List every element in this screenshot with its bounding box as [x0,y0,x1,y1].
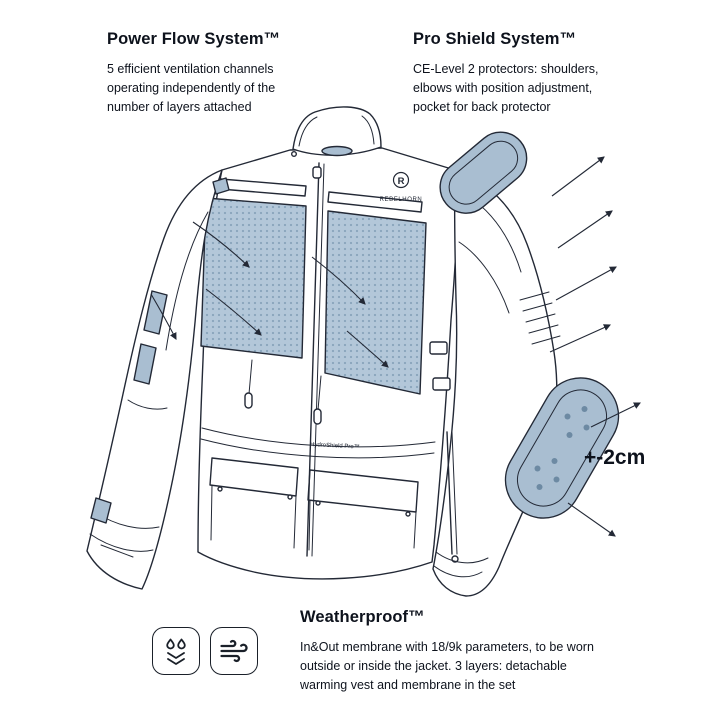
forearm-zipper [446,431,458,555]
collar-vent-panel [321,145,353,157]
weatherproof-title: Weatherproof™ [300,608,425,626]
elbow-stretch-ribs [519,291,561,345]
power-flow-title: Power Flow System™ [107,30,281,48]
feature-power-flow: Power Flow System™ 5 efficient ventilati… [107,30,307,116]
ventilation-panel-right [324,210,427,395]
elbow-protector [504,377,620,519]
feature-weatherproof: Weatherproof™ In&Out membrane with 18/9k… [300,608,605,694]
protector-arrow [555,266,617,301]
waterproof-droplets-icon [152,627,200,675]
protector-arrow [557,210,613,249]
protector-arrow [551,156,605,197]
brand-logo-icon [392,171,410,189]
brand-label: REBELHORN [380,197,423,203]
weatherproof-icons [152,627,258,675]
weatherproof-description: In&Out membrane with 18/9k parameters, t… [300,640,594,692]
pro-shield-description: CE-Level 2 protectors: shoulders, elbows… [413,62,599,114]
vent-arrow [192,221,250,268]
vent-arrow [311,256,366,305]
membrane-label: HydroShield Pro™ [310,441,360,451]
vent-zipper-pulls [244,359,322,425]
adjustment-arrow-up [590,402,641,428]
ventilation-panel-left [200,197,307,359]
shoulder-protector [439,131,528,214]
power-flow-description: 5 efficient ventilation channels operati… [107,62,276,114]
left-sleeve [86,169,223,590]
annotation-arrows [150,156,641,537]
sleeve-vent-stripes [90,177,230,524]
vent-arrow [150,293,177,340]
chest-vent-strip-right [327,191,423,213]
adjustment-arrow-down [567,502,616,537]
protector-arrow [549,324,611,353]
vent-arrow [205,288,262,336]
adjustment-range-label: +-2cm [584,446,646,469]
waist-buckles [429,341,451,391]
feature-pro-shield: Pro Shield System™ CE-Level 2 protectors… [413,30,631,116]
front-pockets [209,457,419,551]
pro-shield-title: Pro Shield System™ [413,30,577,48]
wind-icon [210,627,258,675]
brand-logo-letter: R [398,176,405,187]
vent-arrow [346,330,389,368]
